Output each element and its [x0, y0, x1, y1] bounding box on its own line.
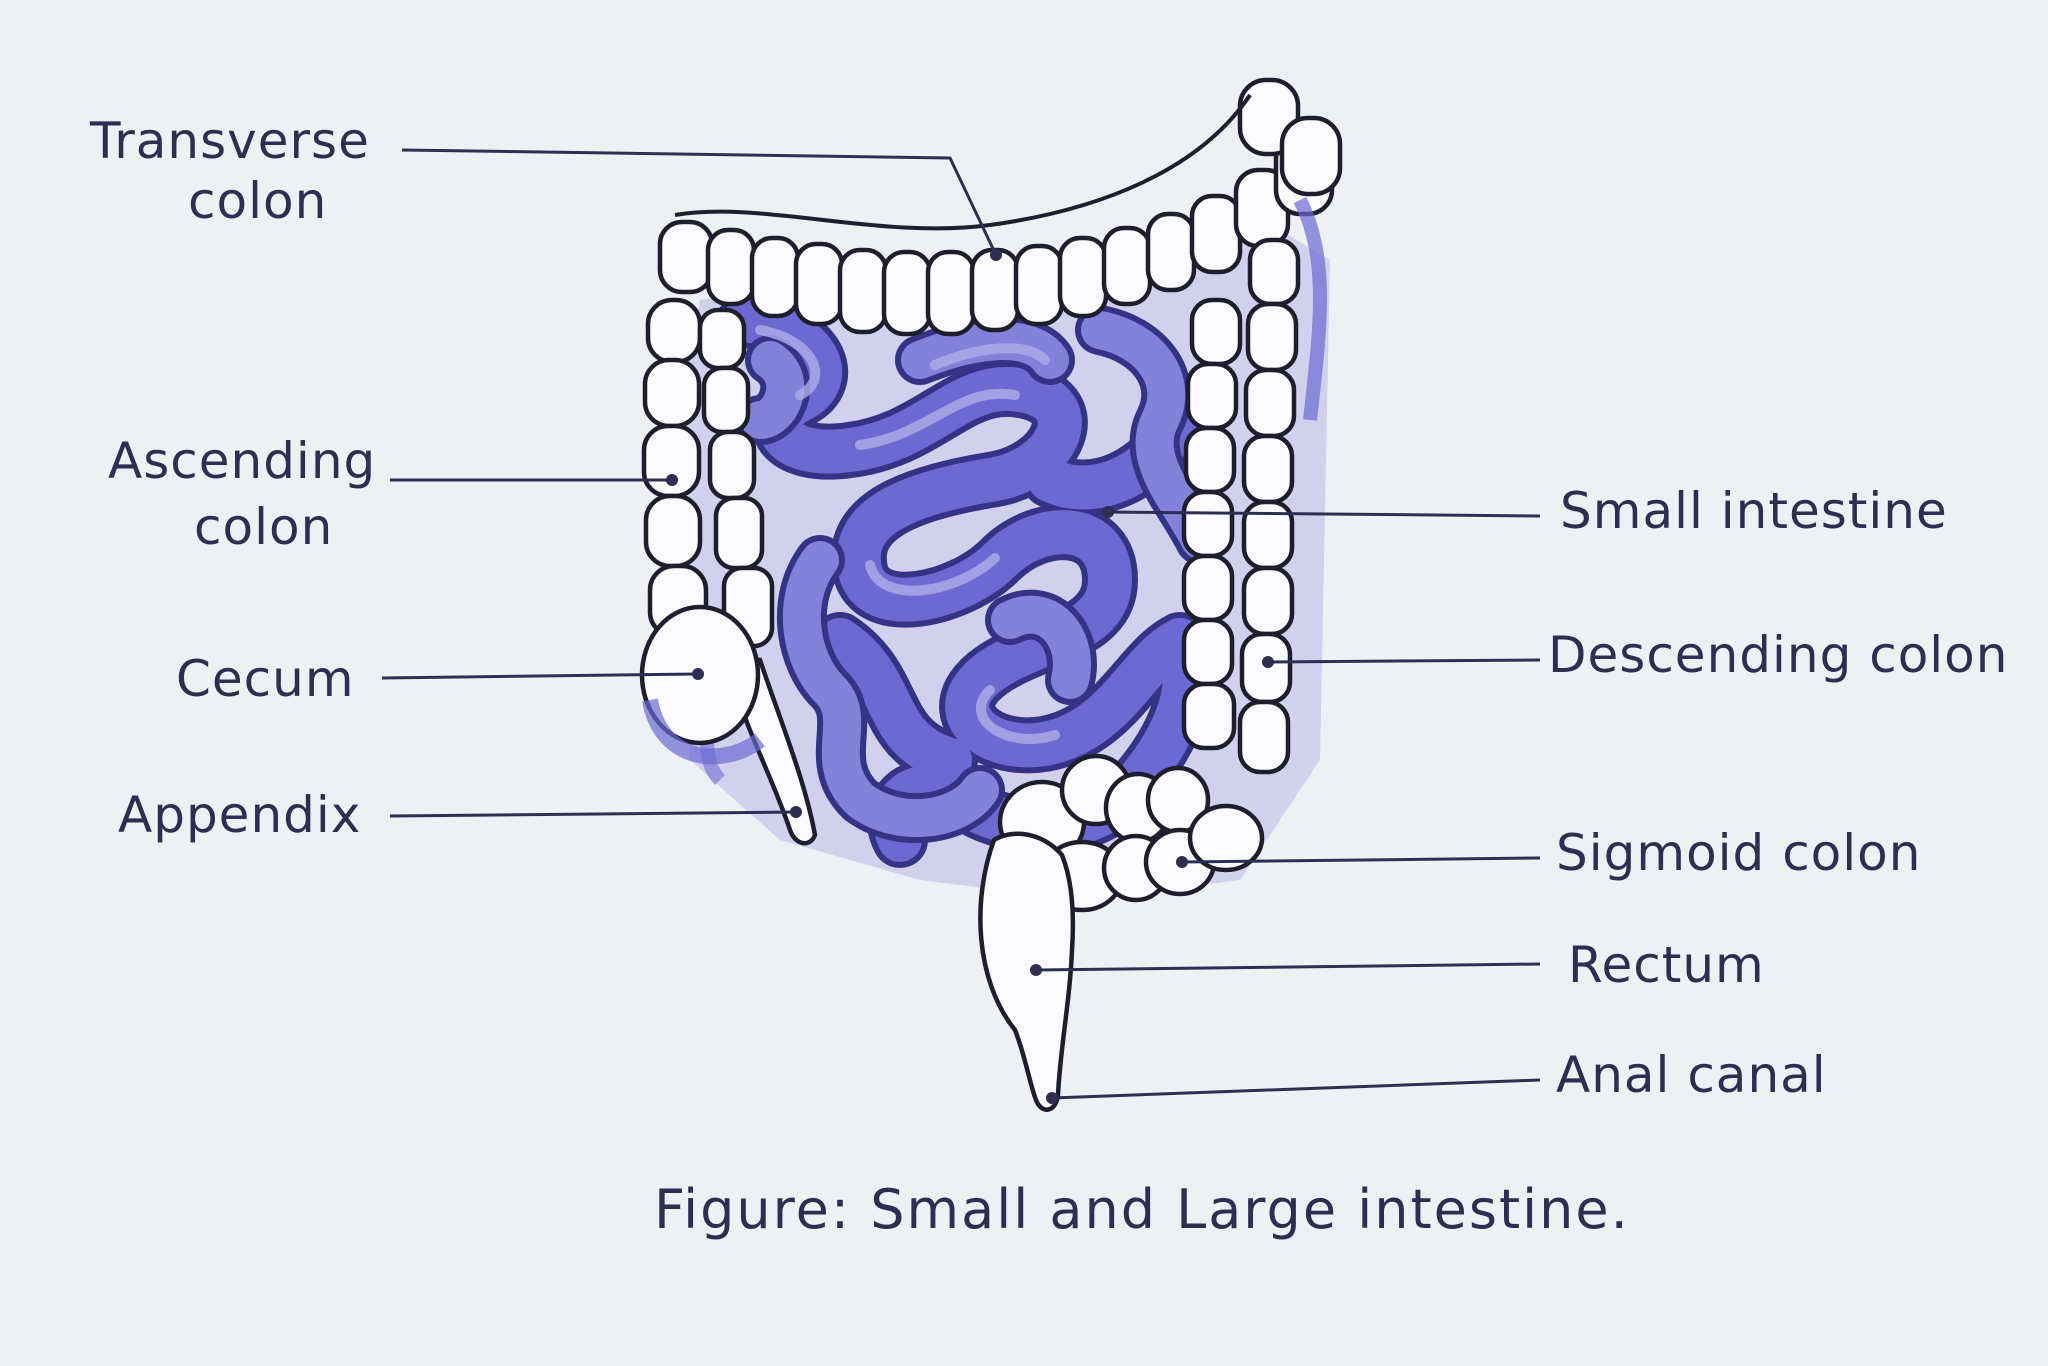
- label-sigmoid-colon: Sigmoid colon: [1556, 824, 1921, 882]
- marker-small-intestine: [1102, 506, 1114, 518]
- sigmoid-colon: [997, 753, 1265, 913]
- transverse-colon: [657, 77, 1343, 337]
- labels: Transverse colon Ascending colon Cecum A…: [89, 112, 2008, 1104]
- leader-transverse-colon: [401, 148, 998, 256]
- ascending-colon: [641, 297, 775, 649]
- cecum: [639, 604, 765, 765]
- small-intestine: [717, 292, 1225, 868]
- descending-colon: [1181, 196, 1327, 775]
- rectum: [978, 831, 1076, 1112]
- label-anal-canal: Anal canal: [1556, 1046, 1827, 1104]
- leader-anal-canal: [1051, 1078, 1541, 1100]
- figure-caption: Figure: Small and Large intestine.: [654, 1178, 1630, 1241]
- label-ascending-colon-line1: Ascending: [108, 432, 376, 490]
- marker-appendix: [790, 806, 802, 818]
- marker-sigmoid-colon: [1176, 856, 1188, 868]
- label-transverse-colon-line1: Transverse: [89, 112, 370, 170]
- leader-descending-colon: [1267, 658, 1541, 664]
- label-rectum: Rectum: [1568, 936, 1765, 994]
- leader-small-intestine: [1107, 510, 1541, 518]
- label-small-intestine: Small intestine: [1560, 482, 1948, 540]
- marker-transverse-colon: [990, 249, 1002, 261]
- leader-cecum: [381, 672, 699, 680]
- leader-appendix: [389, 810, 797, 818]
- label-descending-colon: Descending colon: [1548, 626, 2008, 684]
- label-transverse-colon-line2: colon: [188, 172, 327, 230]
- leader-lines: [381, 148, 1541, 1104]
- marker-anal-canal: [1046, 1092, 1058, 1104]
- marker-rectum: [1030, 964, 1042, 976]
- marker-ascending-colon: [666, 474, 678, 486]
- leader-rectum: [1035, 962, 1541, 972]
- label-appendix: Appendix: [118, 786, 361, 844]
- marker-cecum: [692, 668, 704, 680]
- leader-sigmoid-colon: [1181, 856, 1541, 864]
- label-cecum: Cecum: [176, 650, 355, 708]
- marker-descending-colon: [1262, 656, 1274, 668]
- intestine-illustration: [639, 77, 1343, 1112]
- label-ascending-colon-line2: colon: [194, 498, 333, 556]
